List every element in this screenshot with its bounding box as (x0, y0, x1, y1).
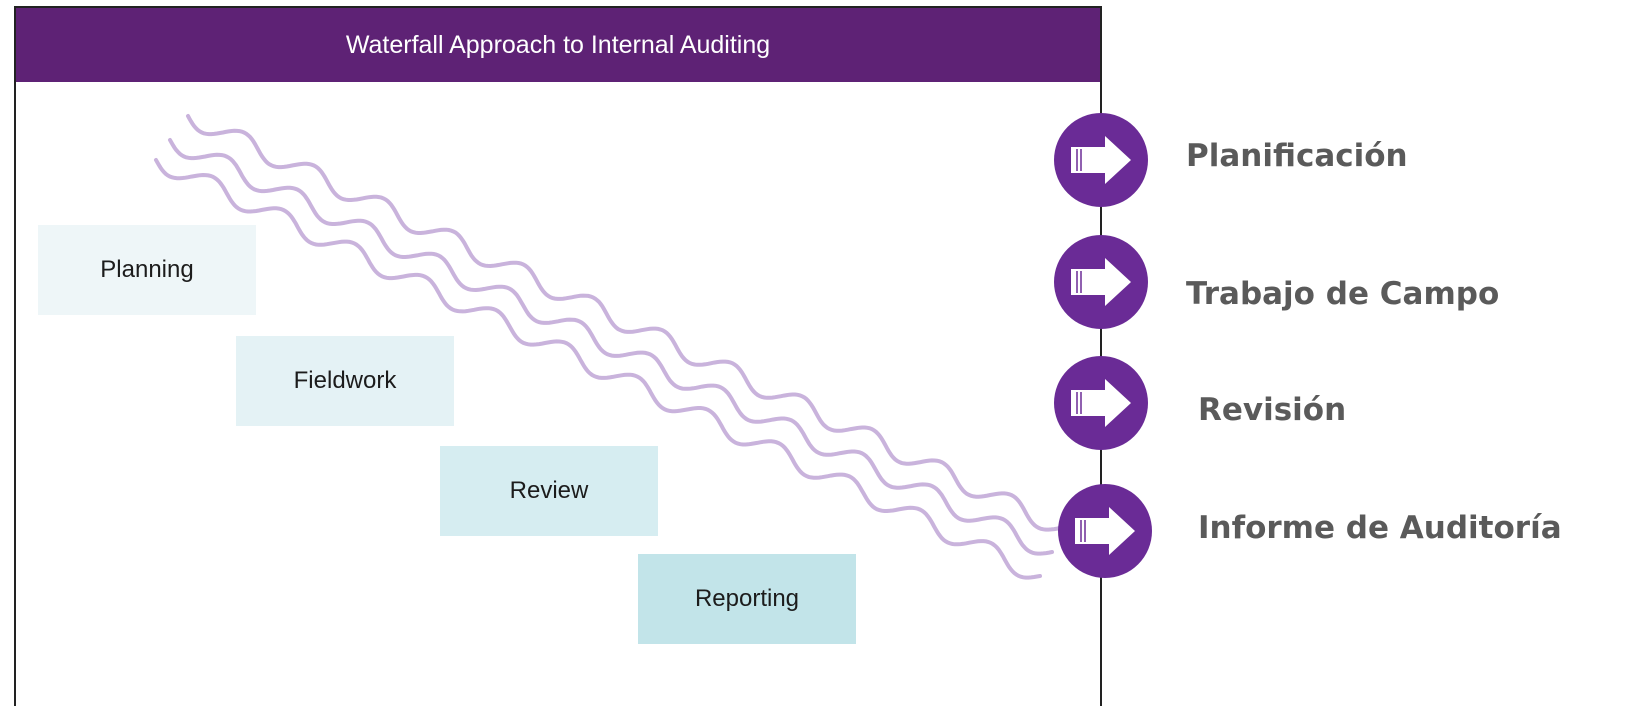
stage-label: Review (509, 477, 589, 504)
stage-planning: Planning (38, 225, 256, 315)
stage-reporting: Reporting (638, 554, 856, 644)
step-badge-2 (1054, 235, 1148, 329)
step-label-informe: Informe de Auditoría (1198, 510, 1562, 546)
right-arrow-icon (1071, 379, 1131, 427)
step-badge-3 (1054, 356, 1148, 450)
right-arrow-icon (1075, 507, 1135, 555)
right-arrow-icon (1071, 258, 1131, 306)
diagram-title: Waterfall Approach to Internal Auditing (345, 30, 771, 59)
right-arrow-icon (1071, 136, 1131, 184)
step-label-revision: Revisión (1198, 392, 1347, 428)
wave-line-3 (154, 158, 1042, 580)
stage-fieldwork: Fieldwork (236, 336, 454, 426)
wave-line-1 (186, 114, 1062, 532)
wave-line-2 (168, 138, 1054, 556)
step-label-trabajo-de-campo: Trabajo de Campo (1186, 276, 1500, 312)
diagram-frame: Waterfall Approach to Internal Auditing (14, 6, 1102, 706)
step-badge-4 (1058, 484, 1152, 578)
step-label-planificacion: Planificación (1186, 138, 1408, 174)
stage-label: Reporting (694, 585, 800, 612)
step-badge-1 (1054, 113, 1148, 207)
diagram-title-banner: Waterfall Approach to Internal Auditing (16, 8, 1100, 82)
stage-label: Planning (100, 256, 194, 283)
stage-review: Review (440, 446, 658, 536)
stage-label: Fieldwork (293, 367, 397, 394)
